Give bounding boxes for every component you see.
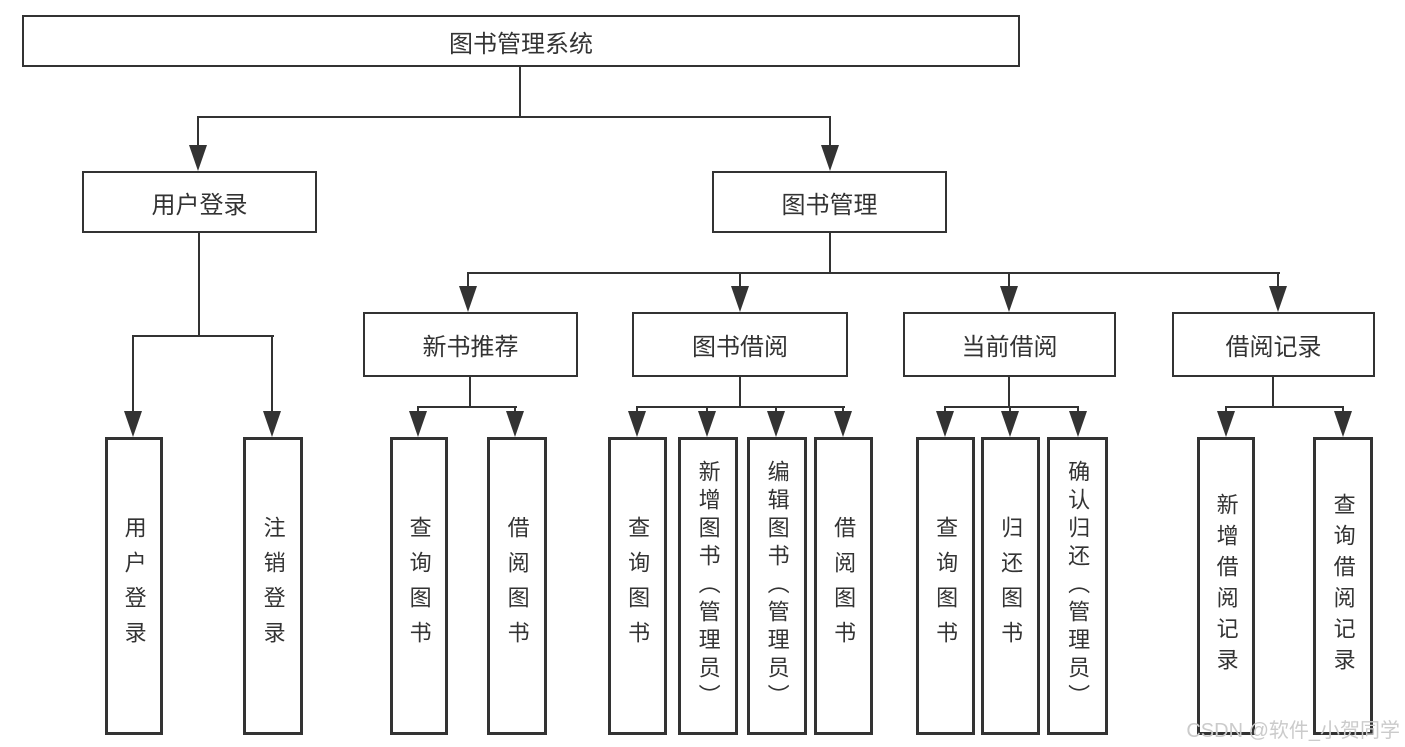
connector-line (842, 406, 844, 414)
connector-line (1008, 272, 1010, 288)
connector-line (198, 233, 200, 337)
connector-line (944, 406, 946, 414)
leaf-label: 借阅图书 (831, 516, 857, 656)
arrowhead-down-icon (409, 411, 427, 437)
node-borrow-records: 借阅记录 (1172, 312, 1375, 377)
arrowhead-down-icon (767, 411, 785, 437)
connector-line (1277, 272, 1279, 288)
leaf-records-query-record: 查询借阅记录 (1313, 437, 1373, 735)
connector-line (132, 335, 274, 337)
connector-line (944, 406, 1079, 408)
node-book-borrow: 图书借阅 (632, 312, 848, 377)
leaf-label: 注销登录 (260, 516, 286, 656)
leaf-borrow-edit-books-admin: 编辑图书（管理员） (747, 437, 807, 735)
leaf-label: 确认归还（管理员） (1065, 460, 1091, 712)
node-label: 图书管理 (781, 191, 878, 219)
leaf-recommend-query-books: 查询图书 (390, 437, 448, 735)
connector-line (829, 233, 831, 274)
arrowhead-down-icon (1334, 411, 1352, 437)
leaf-label: 查询图书 (406, 516, 432, 656)
arrowhead-down-icon (1217, 411, 1235, 437)
leaf-label: 查询借阅记录 (1330, 493, 1356, 679)
node-current-borrow: 当前借阅 (903, 312, 1116, 377)
connector-line (739, 272, 741, 288)
leaf-label: 新增借阅记录 (1213, 493, 1239, 679)
arrowhead-down-icon (263, 411, 281, 437)
leaf-logout: 注销登录 (243, 437, 303, 735)
leaf-current-confirm-return-admin: 确认归还（管理员） (1047, 437, 1108, 735)
connector-line (636, 406, 845, 408)
connector-line (1077, 406, 1079, 414)
connector-line (1008, 377, 1010, 408)
connector-line (469, 377, 471, 408)
leaf-records-add-record: 新增借阅记录 (1197, 437, 1255, 735)
node-label: 图书借阅 (692, 334, 788, 361)
node-label: 新书推荐 (422, 334, 519, 361)
arrowhead-down-icon (698, 411, 716, 437)
connector-line (197, 116, 831, 118)
connector-line (467, 272, 1280, 274)
connector-line (132, 335, 134, 412)
leaf-label: 查询图书 (933, 516, 959, 656)
connector-line (271, 335, 273, 412)
leaf-label: 新增图书（管理员） (695, 460, 721, 712)
leaf-borrow-query-books: 查询图书 (608, 437, 667, 735)
arrowhead-down-icon (628, 411, 646, 437)
connector-line (739, 377, 741, 408)
leaf-user-login: 用户登录 (105, 437, 163, 735)
leaf-label: 用户登录 (121, 516, 147, 656)
arrowhead-down-icon (459, 286, 477, 312)
connector-line (829, 116, 831, 146)
node-book-management: 图书管理 (712, 171, 947, 233)
node-label: 用户登录 (151, 191, 248, 219)
connector-line (417, 406, 419, 414)
leaf-recommend-borrow-books: 借阅图书 (487, 437, 547, 735)
arrowhead-down-icon (936, 411, 954, 437)
arrowhead-down-icon (506, 411, 524, 437)
node-label: 当前借阅 (961, 334, 1058, 361)
arrowhead-down-icon (124, 411, 142, 437)
connector-line (519, 67, 521, 118)
leaf-current-return-books: 归还图书 (981, 437, 1040, 735)
arrowhead-down-icon (1069, 411, 1087, 437)
leaf-label: 借阅图书 (504, 516, 530, 656)
watermark: CSDN @软件_小贺同学 (1186, 720, 1400, 742)
arrowhead-down-icon (1269, 286, 1287, 312)
node-label: 借阅记录 (1225, 334, 1322, 361)
arrowhead-down-icon (731, 286, 749, 312)
connector-line (1342, 406, 1344, 414)
arrowhead-down-icon (189, 145, 207, 171)
connector-line (514, 406, 516, 414)
node-label: 图书管理系统 (449, 30, 593, 58)
connector-line (636, 406, 638, 414)
connector-line (1225, 406, 1227, 414)
connector-line (775, 406, 777, 414)
connector-line (1272, 377, 1274, 408)
leaf-label: 归还图书 (998, 516, 1024, 656)
arrowhead-down-icon (834, 411, 852, 437)
arrowhead-down-icon (1000, 286, 1018, 312)
connector-line (1009, 406, 1011, 414)
leaf-label: 编辑图书（管理员） (764, 460, 790, 712)
node-user-login: 用户登录 (82, 171, 317, 233)
connector-line (467, 272, 469, 288)
leaf-borrow-borrow-books: 借阅图书 (814, 437, 873, 735)
node-new-book-recommend: 新书推荐 (363, 312, 578, 377)
connector-line (197, 116, 199, 146)
connector-line (706, 406, 708, 414)
leaf-label: 查询图书 (625, 516, 651, 656)
node-root-library-system: 图书管理系统 (22, 15, 1020, 67)
connector-line (1225, 406, 1344, 408)
leaf-current-query-books: 查询图书 (916, 437, 975, 735)
leaf-borrow-add-books-admin: 新增图书（管理员） (678, 437, 738, 735)
arrowhead-down-icon (1001, 411, 1019, 437)
arrowhead-down-icon (821, 145, 839, 171)
connector-line (417, 406, 517, 408)
